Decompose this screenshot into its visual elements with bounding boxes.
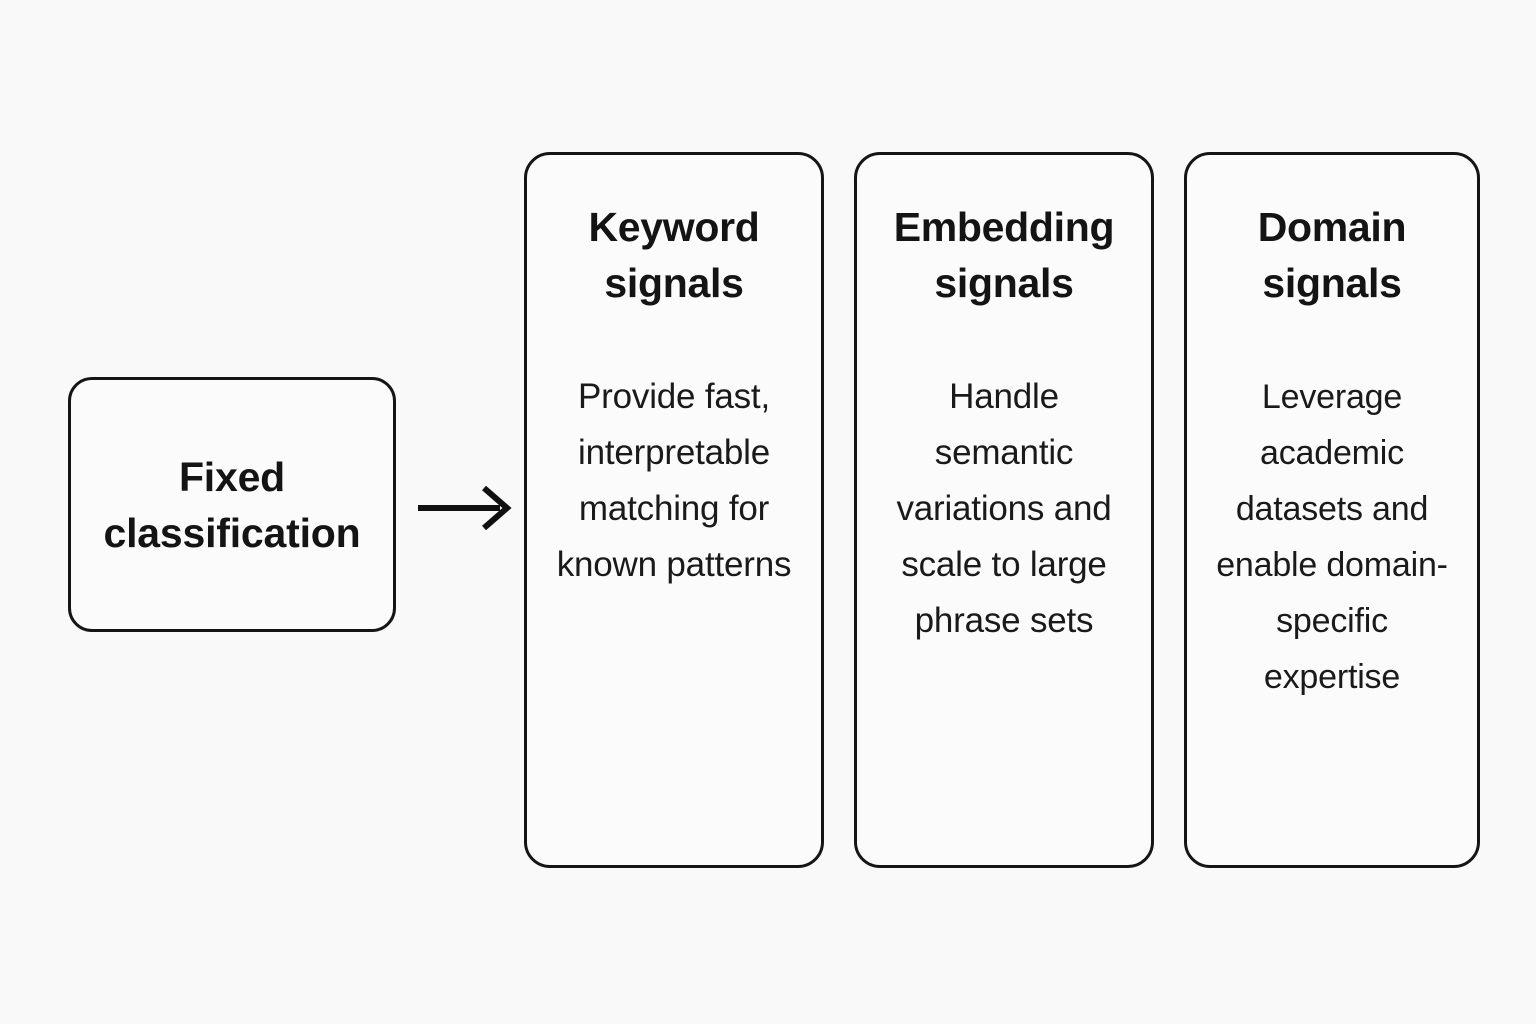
card-embedding-signals-title: Embedding signals	[893, 204, 1115, 306]
arrow-right-icon	[412, 478, 516, 540]
signal-cards-group: Keyword signals Provide fast, interpreta…	[524, 152, 1480, 868]
card-keyword-signals-title: Keyword signals	[588, 204, 760, 306]
card-keyword-signals-body: Provide fast, interpretable matching for…	[556, 377, 792, 584]
node-fixed-classification[interactable]: Fixed classification	[68, 377, 396, 632]
card-domain-signals[interactable]: Domain signals Leverage academic dataset…	[1184, 152, 1480, 868]
card-embedding-signals-body: Handle semantic variations and scale to …	[896, 377, 1112, 640]
card-keyword-signals[interactable]: Keyword signals Provide fast, interpreta…	[524, 152, 824, 868]
node-fixed-classification-label: Fixed classification	[103, 453, 361, 556]
card-domain-signals-body: Leverage academic datasets and enable do…	[1216, 378, 1448, 696]
card-domain-signals-title: Domain signals	[1257, 204, 1407, 306]
card-embedding-signals[interactable]: Embedding signals Handle semantic variat…	[854, 152, 1154, 868]
